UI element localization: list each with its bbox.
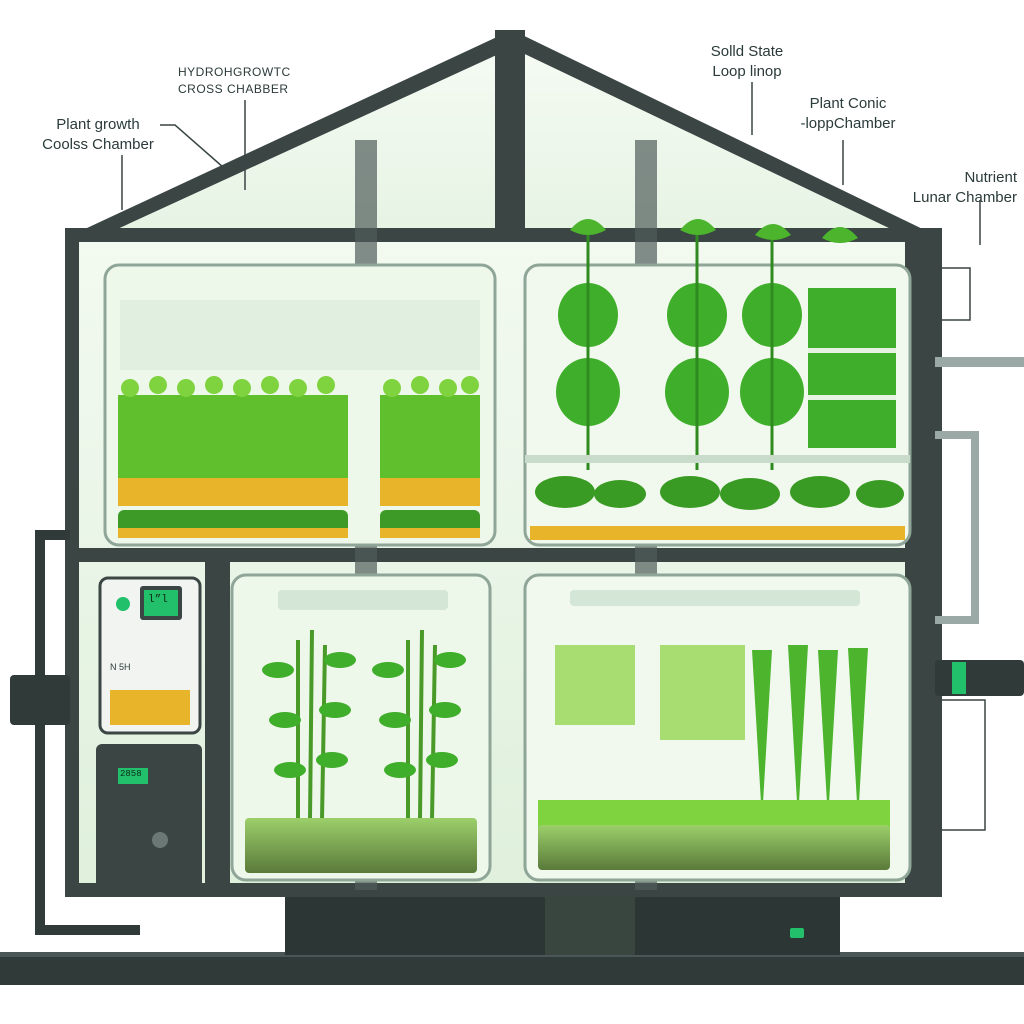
pipes	[10, 357, 1024, 935]
callout-plant-conic-line2: -loppChamber	[800, 115, 896, 132]
lower-left-chamber	[230, 573, 492, 882]
control-panel-lower	[96, 744, 202, 889]
lower-right-chamber	[523, 573, 912, 882]
callout-leaders	[121, 82, 986, 831]
seedling-tray-1	[118, 395, 348, 538]
upper-right-chamber	[523, 219, 912, 547]
callout-plant-conic-line1: Plant Conic	[809, 95, 887, 112]
callout-plant-growth-line2: Coolss Chamber	[42, 136, 154, 153]
lower-panel-screen-text: 2858	[120, 769, 142, 779]
callout-plant-growth-line1: Plant growth	[56, 116, 140, 133]
callout-hydro-line2: CROSS CHABBER	[178, 82, 289, 96]
callout-solid-state-line1: Solld State	[710, 43, 784, 60]
callout-nutrient-line2: Lunar Chamber	[912, 189, 1017, 206]
base-rail	[0, 890, 1024, 985]
callout-nutrient-line1: Nutrient	[964, 169, 1017, 186]
control-panel-upper	[98, 576, 202, 735]
callout-plant-conic: Plant Conic -loppChamber	[788, 94, 908, 134]
callout-plant-growth: Plant growth Coolss Chamber	[18, 115, 178, 155]
callout-solid-state: Solld State Loop linop	[692, 42, 802, 82]
microgreen-rack	[808, 288, 896, 448]
callout-nutrient: Nutrient Lunar Chamber	[905, 168, 1017, 208]
upper-left-chamber	[103, 263, 497, 547]
callout-hydro-line1: HYDROHGROWTC	[178, 65, 291, 79]
panel-label-text: N 5H	[110, 662, 131, 672]
seedling-tray-2	[380, 395, 480, 538]
callout-hydro: HYDROHGROWTC CROSS CHABBER	[178, 64, 291, 98]
callout-solid-state-line2: Loop linop	[712, 63, 782, 80]
panel-screen-text: l”l	[148, 594, 168, 606]
